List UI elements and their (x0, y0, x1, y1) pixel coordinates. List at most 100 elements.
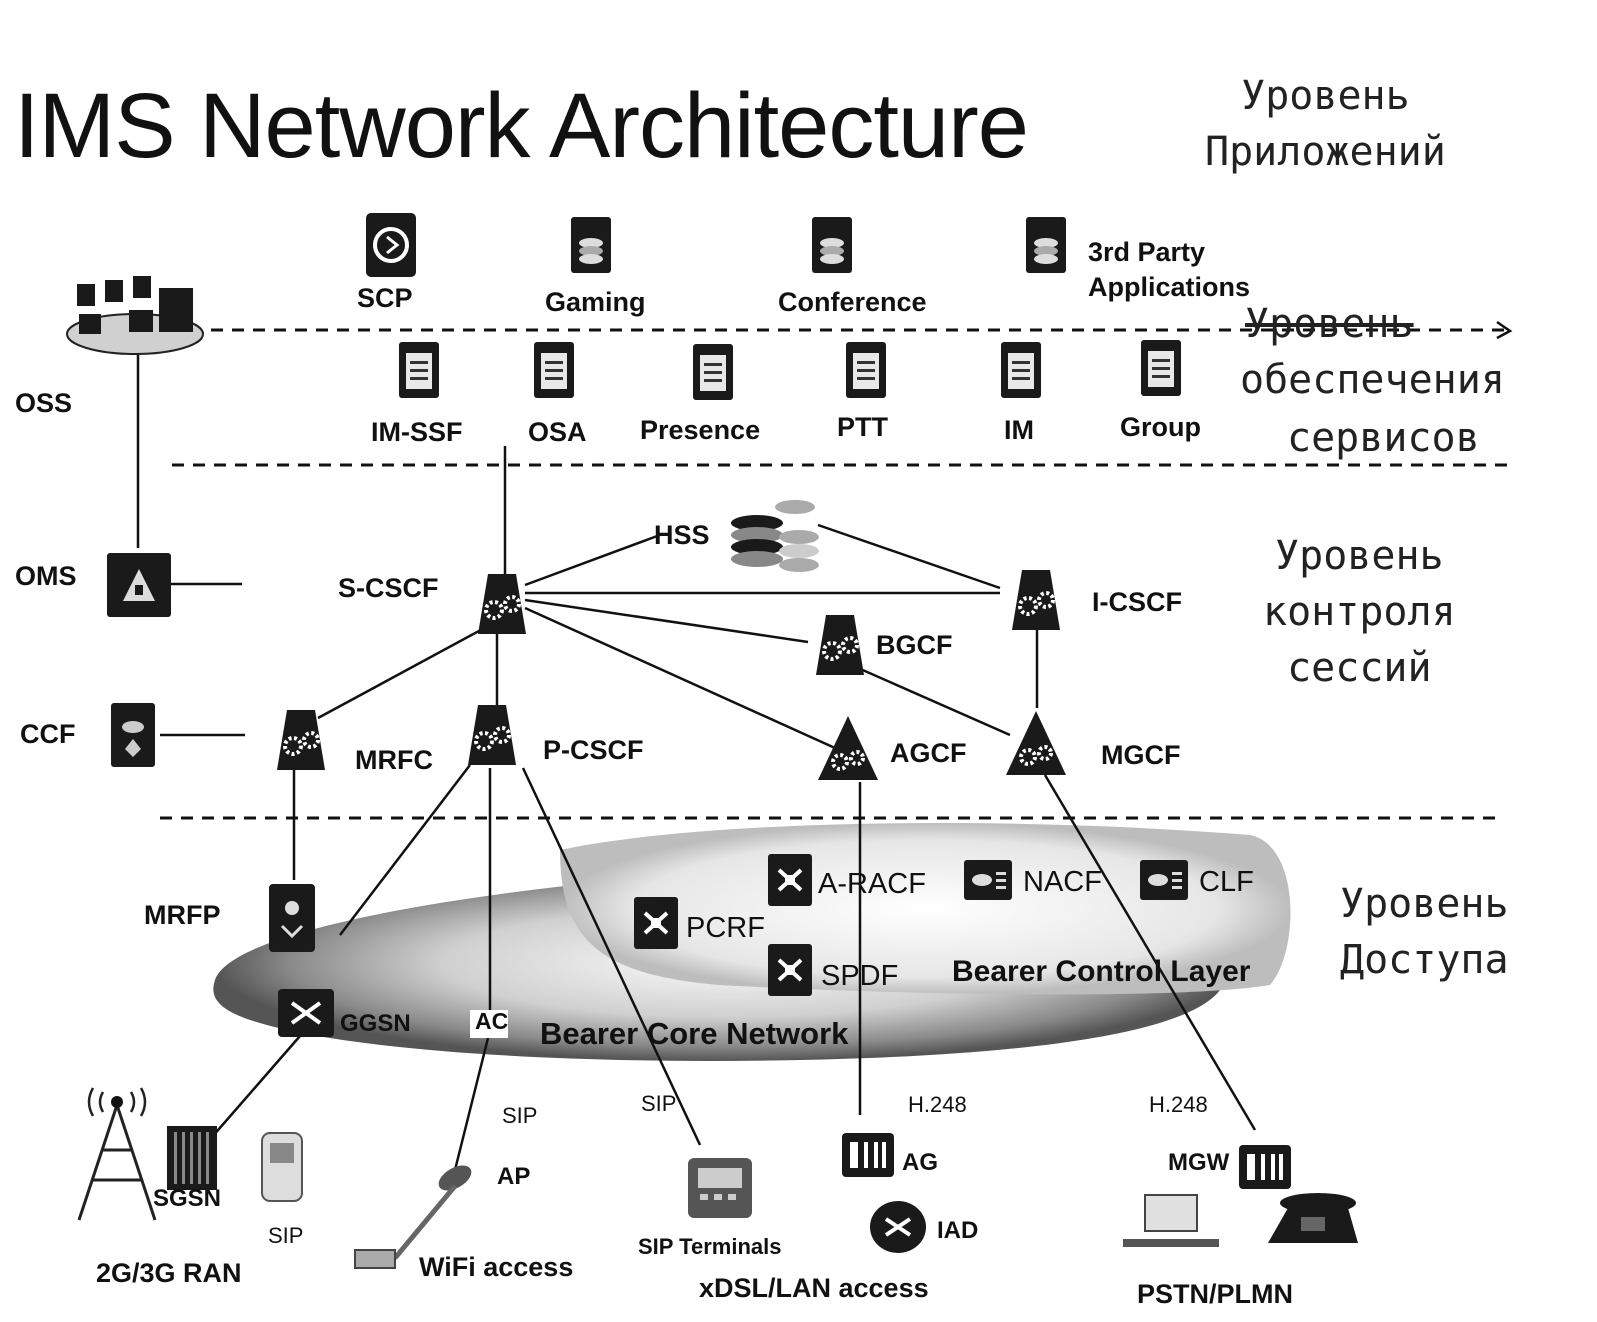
agcf-icon (816, 714, 880, 782)
layer-separators (160, 328, 1515, 820)
level-access-line2: Доступа (1340, 937, 1509, 983)
oss-label: OSS (15, 388, 73, 418)
level-session-line3: сессий (1287, 645, 1432, 691)
im-ssf-icon (399, 342, 439, 398)
pcrf-label: PCRF (686, 912, 765, 944)
bgcf-label: BGCF (876, 630, 953, 660)
gaming-label: Gaming (545, 287, 646, 317)
im-icon (1001, 342, 1041, 398)
oss-icon (66, 276, 204, 355)
spdf-icon (766, 942, 814, 998)
ag-icon (842, 1133, 894, 1177)
h248-label-mgw: H.248 (1149, 1092, 1208, 1117)
nacf-label: NACF (1023, 866, 1102, 898)
s-cscf-label: S-CSCF (338, 573, 439, 603)
p-cscf-icon (466, 703, 518, 767)
ran-tower-icon (77, 1087, 157, 1221)
im-ssf-label: IM-SSF (371, 417, 463, 447)
level-access: Уровень Доступа (1340, 876, 1509, 988)
wifi-access-label: WiFi access (419, 1252, 574, 1282)
spdf-label: SPDF (821, 960, 899, 992)
im-label: IM (1004, 415, 1034, 445)
s-cscf-icon (476, 572, 528, 636)
mrfc-icon (275, 708, 327, 772)
sip-label-wifi: SIP (502, 1103, 538, 1128)
scp-label: SCP (357, 283, 413, 313)
level-applications-line2: Приложений (1205, 129, 1446, 175)
level-session-control: Уровень контроля сессий (1263, 528, 1456, 696)
osa-label: OSA (528, 417, 587, 447)
phone-icon (261, 1132, 303, 1202)
page-title: IMS Network Architecture (14, 75, 1029, 177)
ptt-label: PTT (837, 412, 888, 442)
gaming-icon (571, 217, 611, 273)
arrow-head (1496, 320, 1513, 340)
level-services-line2: обеспечения (1240, 357, 1505, 403)
ac-box (470, 1010, 508, 1038)
osa-icon (534, 342, 574, 398)
level-applications: Уровень Приложений (1205, 68, 1446, 180)
a-racf-icon (766, 852, 814, 908)
sip-terminals-label: SIP Terminals (638, 1234, 782, 1259)
sip-label-ran: SIP (268, 1223, 304, 1248)
level-session-line1: Уровень (1275, 533, 1444, 579)
clf-label: CLF (1199, 866, 1254, 898)
conference-label: Conference (778, 287, 927, 317)
ag-label: AG (902, 1149, 938, 1176)
level-access-line1: Уровень (1340, 881, 1509, 927)
ap-icon (354, 1165, 472, 1269)
bgcf-icon (814, 613, 866, 677)
mrfp-label: MRFP (144, 900, 221, 930)
pstn-plmn-label: PSTN/PLMN (1137, 1279, 1294, 1309)
ggsn-icon (278, 989, 334, 1037)
group-icon (1141, 340, 1181, 396)
bearer-control-layer-label: Bearer Control Layer (952, 955, 1251, 988)
clf-icon (1140, 860, 1188, 900)
nacf-icon (964, 860, 1012, 900)
third-party-label-line1: 3rd Party (1088, 237, 1206, 267)
hss-icon (731, 500, 819, 572)
third-party-apps-icon (1026, 217, 1066, 273)
mgw-icon (1239, 1145, 1291, 1189)
oms-label: OMS (15, 561, 77, 591)
ac-label: AC (475, 1008, 509, 1034)
i-cscf-label: I-CSCF (1092, 587, 1182, 617)
xdsl-access-label: xDSL/LAN access (699, 1273, 929, 1303)
scp-icon (366, 213, 416, 277)
ccf-icon (111, 703, 155, 767)
bearer-core-network-label: Bearer Core Network (540, 1016, 849, 1051)
third-party-label-line2: Applications (1088, 272, 1251, 302)
connections (136, 342, 1257, 1171)
mgcf-label: MGCF (1101, 740, 1181, 770)
oms-icon (107, 553, 171, 617)
mrfp-icon (269, 884, 315, 952)
presence-label: Presence (640, 415, 761, 445)
ap-label: AP (497, 1163, 531, 1190)
pc-icon (1123, 1194, 1219, 1247)
iad-label: IAD (937, 1217, 979, 1244)
p-cscf-label: P-CSCF (543, 735, 644, 765)
ptt-icon (846, 342, 886, 398)
mrfc-label: MRFC (355, 745, 433, 775)
level-services-line3: сервисов (1287, 415, 1480, 461)
iad-icon (870, 1201, 926, 1253)
ccf-label: CCF (20, 719, 76, 749)
hss-label: HSS (654, 520, 710, 550)
ran-label: 2G/3G RAN (96, 1258, 242, 1288)
i-cscf-icon (1010, 568, 1062, 632)
level-session-line2: контроля (1263, 589, 1456, 635)
a-racf-label: A-RACF (818, 868, 926, 900)
mgw-label: MGW (1168, 1149, 1230, 1176)
presence-icon (693, 344, 733, 400)
level-services-line1: Уровень (1245, 301, 1414, 347)
sgsn-label: SGSN (153, 1185, 222, 1212)
pstn-phone-icon (1268, 1193, 1358, 1243)
pcrf-icon (632, 895, 680, 951)
ggsn-label: GGSN (340, 1010, 411, 1037)
sgsn-icon (167, 1126, 217, 1190)
level-applications-line1: Уровень (1241, 73, 1410, 119)
conference-icon (812, 217, 852, 273)
sip-terminal-icon (688, 1158, 752, 1218)
group-label: Group (1120, 412, 1201, 442)
